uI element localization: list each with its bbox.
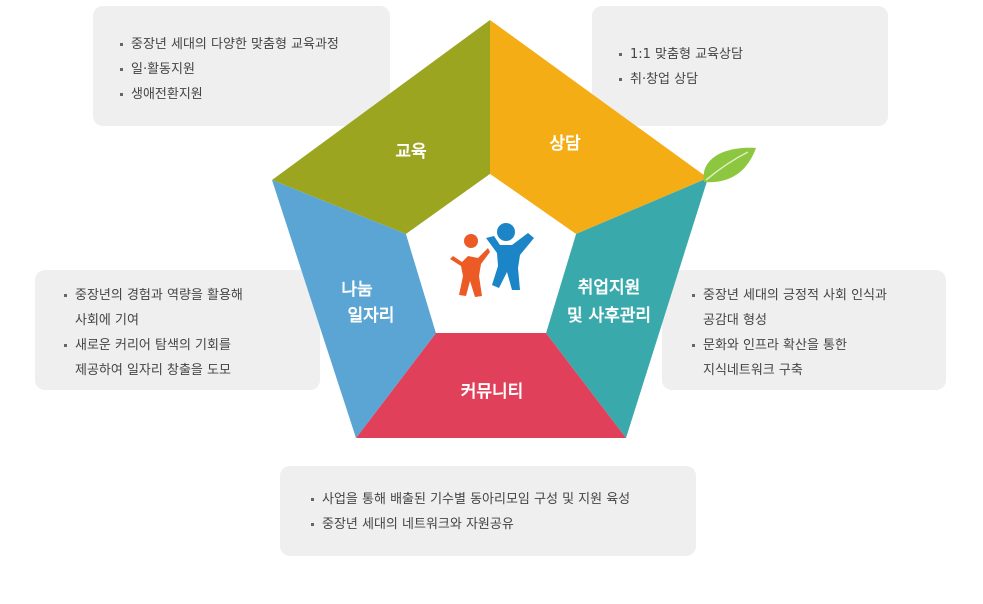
segment-employment[interactable]: [546, 178, 708, 438]
segment-education[interactable]: [272, 20, 490, 234]
list-item-continuation: 공감대 형성: [703, 313, 767, 328]
people-icon: [450, 223, 534, 297]
list-item: 취·창업 상담: [618, 67, 888, 92]
segment-community-label: 커뮤니티: [461, 382, 524, 402]
segment-employment-label-line2: 및 사후관리: [567, 305, 651, 326]
segment-community[interactable]: [356, 333, 626, 438]
sharing-info-box: 중장년의 경험과 역량을 활용해 사회에 기여 새로운 커리어 탐색의 기회를 …: [35, 270, 320, 390]
list-item: 새로운 커리어 탐색의 기회를: [63, 333, 320, 358]
counseling-info-box: 1:1 맞춤형 교육상담 취·창업 상담: [592, 6, 888, 126]
list-item-continuation: 제공하여 일자리 창출을 도모: [75, 363, 231, 378]
employment-info-box: 중장년 세대의 긍정적 사회 인식과 공감대 형성 문화와 인프라 확산을 통한…: [662, 270, 946, 390]
list-item: 중장년의 경험과 역량을 활용해: [63, 283, 320, 308]
segment-counseling[interactable]: [490, 20, 708, 234]
segment-sharing-label-line1: 나눔: [341, 280, 373, 300]
list-item-continuation: 지식네트워크 구축: [703, 363, 803, 378]
education-info-box: 중장년 세대의 다양한 맞춤형 교육과정 일·활동지원 생애전환지원: [93, 6, 390, 126]
segment-sharing-label-line2: 일자리: [348, 306, 395, 326]
list-item: 일·활동지원: [119, 57, 390, 82]
list-item: 생애전환지원: [119, 82, 390, 107]
list-item: 중장년 세대의 긍정적 사회 인식과: [691, 283, 946, 308]
segment-education-label: 교육: [395, 142, 427, 162]
segment-employment-label-line1: 취업지원: [578, 277, 641, 298]
list-item: 사업을 통해 배출된 기수별 동아리모임 구성 및 지원 육성: [310, 487, 696, 512]
community-info-box: 사업을 통해 배출된 기수별 동아리모임 구성 및 지원 육성 중장년 세대의 …: [280, 466, 696, 556]
leaf-icon: [703, 147, 756, 183]
list-item: 1:1 맞춤형 교육상담: [618, 42, 888, 67]
list-item: 중장년 세대의 네트워크와 자원공유: [310, 512, 696, 537]
list-item-continuation: 사회에 기여: [75, 313, 139, 328]
list-item: 문화와 인프라 확산을 통한: [691, 333, 946, 358]
list-item: 중장년 세대의 다양한 맞춤형 교육과정: [119, 32, 390, 57]
segment-counseling-label: 상담: [549, 134, 581, 154]
center-pentagon: [406, 174, 576, 333]
segment-sharing[interactable]: [272, 180, 436, 438]
